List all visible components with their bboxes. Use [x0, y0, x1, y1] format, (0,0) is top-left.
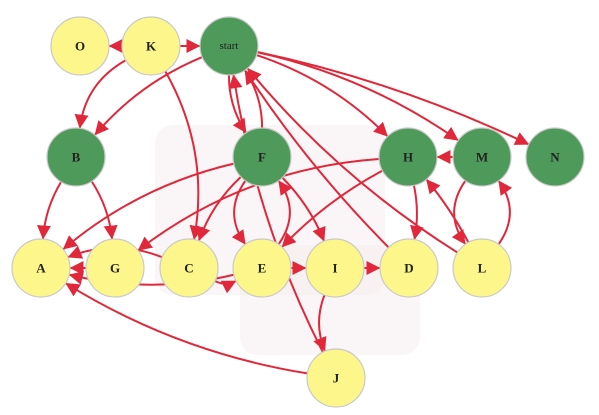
edge-h-to-g: [137, 158, 381, 251]
node-label: A: [36, 261, 46, 276]
edge-start-to-h: [255, 54, 388, 137]
node-l: L: [452, 238, 512, 298]
node-label: M: [476, 150, 488, 165]
node-label: D: [404, 261, 413, 276]
node-g: G: [85, 238, 145, 298]
edge-l-to-start: [247, 68, 459, 254]
node-circle: [85, 238, 145, 298]
edge-j-to-start: [228, 74, 324, 354]
node-n: N: [525, 127, 585, 187]
edge-f-to-e: [231, 179, 247, 245]
node-label: B: [72, 150, 81, 165]
edge-f-to-i: [281, 176, 326, 242]
node-label: J: [333, 371, 340, 386]
node-c: C: [159, 238, 219, 298]
node-label: start: [220, 40, 239, 52]
edge-f-to-a: [62, 162, 235, 250]
edge-d-to-start: [244, 69, 390, 249]
node-start: start: [199, 16, 259, 76]
node-label: N: [550, 150, 560, 165]
node-b: B: [46, 127, 106, 187]
node-h: H: [378, 127, 438, 187]
node-i: I: [305, 238, 365, 298]
node-circle: [121, 16, 181, 76]
edge-b-to-a: [36, 180, 63, 240]
edge-f-to-start: [244, 69, 264, 129]
edge-k-to-c: [164, 70, 204, 240]
node-circle: [50, 16, 110, 76]
edge-m-to-l: [451, 179, 467, 245]
node-o: O: [50, 16, 110, 76]
edge-c-to-e: [213, 279, 237, 294]
node-label: C: [184, 261, 193, 276]
node-f: F: [232, 127, 292, 187]
node-circle: [379, 238, 439, 298]
node-circle: [378, 127, 438, 187]
node-label: E: [258, 261, 267, 276]
node-e: E: [232, 238, 292, 298]
edge-h-to-d: [410, 184, 424, 240]
node-circle: [199, 16, 259, 76]
node-circle: [46, 127, 106, 187]
node-label: G: [110, 261, 120, 276]
node-circle: [452, 127, 512, 187]
node-k: K: [121, 16, 181, 76]
edge-b-to-g: [90, 180, 118, 240]
node-circle: [305, 238, 365, 298]
nodes-layer: start O K B F H M N A G C E I D L J: [11, 16, 585, 408]
node-circle: [232, 127, 292, 187]
node-circle: [306, 348, 366, 408]
node-circle: [452, 238, 512, 298]
edge-j-to-a: [65, 282, 309, 375]
node-j: J: [306, 348, 366, 408]
node-circle: [11, 238, 71, 298]
node-label: K: [146, 39, 157, 54]
edge-start-to-n: [256, 51, 530, 146]
edge-h-to-e: [281, 169, 384, 248]
node-circle: [232, 238, 292, 298]
node-circle: [525, 127, 585, 187]
node-label: H: [403, 150, 413, 165]
edge-k-to-b: [74, 59, 127, 129]
edge-start-to-b: [94, 56, 204, 136]
edge-l-to-h: [426, 179, 470, 244]
node-circle: [159, 238, 219, 298]
node-label: O: [75, 39, 85, 54]
node-a: A: [11, 238, 71, 298]
node-d: D: [379, 238, 439, 298]
edge-f-to-c: [196, 175, 242, 242]
node-label: L: [478, 261, 487, 276]
node-label: F: [258, 150, 266, 165]
edge-l-to-m: [497, 180, 513, 246]
node-m: M: [452, 127, 512, 187]
node-label: I: [332, 261, 337, 276]
edge-i-to-j: [313, 294, 327, 352]
